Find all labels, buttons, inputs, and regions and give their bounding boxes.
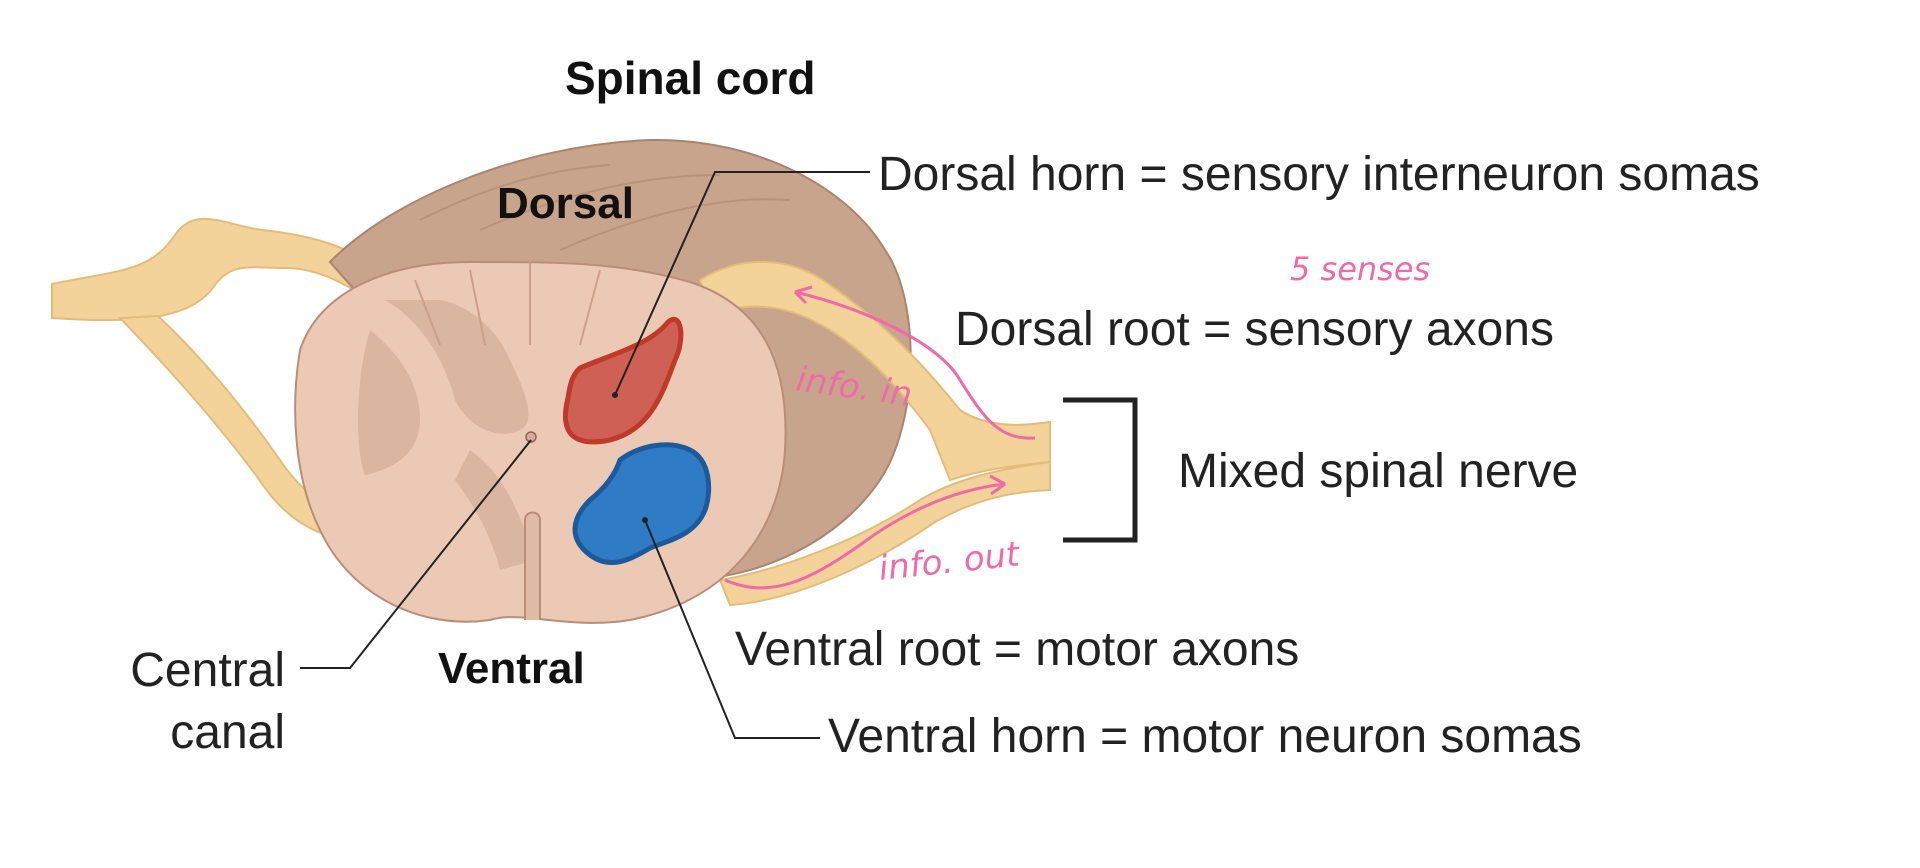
cord-cross-section: [294, 260, 787, 624]
central-canal: [525, 431, 537, 443]
leader-lines: [300, 171, 870, 739]
dorsal-root-caption: Dorsal root = sensory axons: [955, 303, 1554, 356]
ventral-horn-leader: [644, 519, 820, 739]
central-canal-leader: [300, 439, 532, 669]
ventral-horn-caption: Ventral horn = motor neuron somas: [828, 710, 1582, 763]
diagram-title: Spinal cord: [565, 52, 815, 104]
dorsal-horn-region: [562, 316, 684, 445]
ventral-horn-region: [572, 442, 712, 566]
dorsal-label: Dorsal: [497, 179, 634, 228]
mixed-nerve-bracket: [1063, 397, 1138, 543]
central-canal-caption-line2: canal: [170, 706, 285, 759]
dorsal-horn-caption: Dorsal horn = sensory interneuron somas: [878, 148, 1760, 201]
central-canal-caption-line1: Central: [130, 644, 285, 697]
ventral-label: Ventral: [438, 644, 585, 693]
dorsal-horn-leader: [614, 171, 870, 396]
info-in-arrow: [794, 290, 1036, 440]
handwritten-arrows: [724, 285, 1036, 590]
info-out-arrow: [724, 482, 1006, 590]
right-spinal-nerve: [698, 260, 1051, 607]
five-senses-note: 5 senses: [1290, 250, 1430, 288]
mixed-nerve-caption: Mixed spinal nerve: [1178, 445, 1578, 498]
ventral-root-caption: Ventral root = motor axons: [735, 623, 1299, 676]
